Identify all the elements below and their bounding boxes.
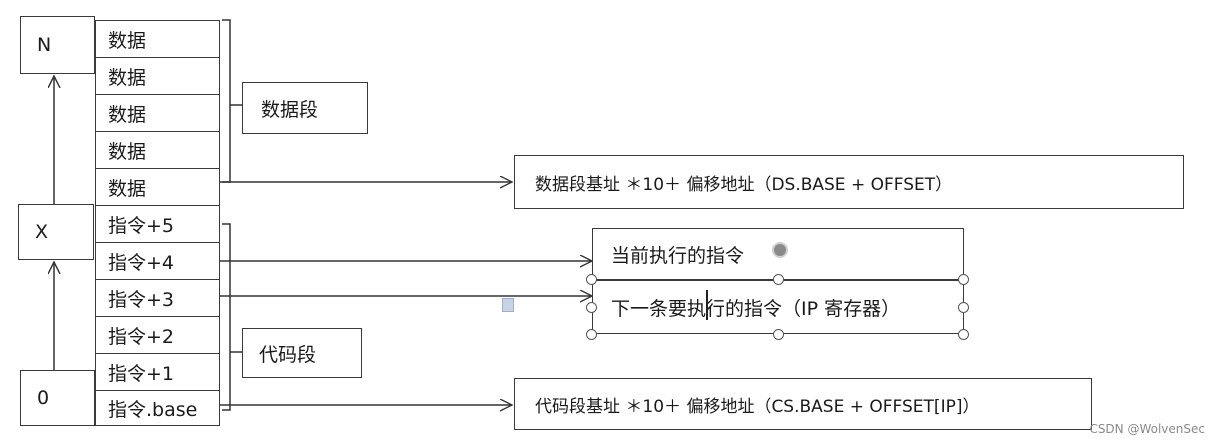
instr-cell: 指令+4 (95, 242, 220, 280)
data-segment-text: 数据段 (261, 98, 319, 121)
instr-cell-label: 指令+1 (108, 362, 175, 385)
data-cell-label: 数据 (108, 103, 147, 126)
data-cell: 数据 (95, 94, 220, 132)
resize-handle[interactable] (958, 302, 969, 313)
data-cell: 数据 (95, 131, 220, 169)
watermark: CSDN @WolvenSec (1089, 422, 1205, 436)
node-n: N (20, 16, 95, 74)
data-segment-label: 数据段 (242, 82, 368, 134)
resize-handle[interactable] (958, 329, 969, 340)
code-segment-label: 代码段 (242, 328, 362, 378)
instr-cell-label: 指令+5 (108, 214, 175, 237)
data-segment-bracket (222, 19, 231, 183)
node-x-label: X (35, 221, 49, 243)
data-cell: 数据 (95, 20, 220, 58)
instr-cell-label: 指令.base (108, 398, 198, 421)
instr-cell-label: 指令+4 (108, 251, 175, 274)
data-address-text: 数据段基址 ＊10＋ 偏移地址（DS.BASE + OFFSET） (535, 174, 953, 195)
instr-cell-label: 指令+3 (108, 288, 175, 311)
resize-handle[interactable] (773, 274, 784, 285)
data-cell-label: 数据 (108, 140, 147, 163)
instr-cell: 指令.base (95, 390, 220, 426)
next-instruction-text: 下一条要执行的指令（IP 寄存器） (611, 297, 901, 320)
data-cell-label: 数据 (108, 29, 147, 52)
instr-cell: 指令+5 (95, 205, 220, 243)
instr-cell-label: 指令+2 (108, 325, 175, 348)
instr-cell: 指令+1 (95, 353, 220, 391)
code-segment-text: 代码段 (259, 343, 317, 366)
rotate-handle-icon[interactable] (772, 242, 788, 258)
node-n-label: N (37, 34, 52, 56)
data-cell: 数据 (95, 57, 220, 95)
data-cell-label: 数据 (108, 66, 147, 89)
next-instruction-callout[interactable]: 下一条要执行的指令（IP 寄存器） (592, 280, 964, 334)
code-address-callout: 代码段基址 ＊10＋ 偏移地址（CS.BASE + OFFSET[IP]） (514, 378, 1092, 430)
resize-handle[interactable] (773, 329, 784, 340)
current-instruction-text: 当前执行的指令 (611, 244, 745, 267)
instr-cell: 指令+2 (95, 316, 220, 354)
node-zero: 0 (20, 370, 95, 426)
data-cell-label: 数据 (108, 177, 147, 200)
document-icon (502, 298, 514, 312)
data-address-callout: 数据段基址 ＊10＋ 偏移地址（DS.BASE + OFFSET） (514, 155, 1184, 209)
resize-handle[interactable] (586, 329, 597, 340)
resize-handle[interactable] (958, 274, 969, 285)
node-x: X (18, 204, 94, 260)
node-zero-label: 0 (37, 387, 50, 409)
data-cell: 数据 (95, 168, 220, 206)
text-cursor (706, 290, 708, 320)
instr-cell: 指令+3 (95, 279, 220, 317)
code-segment-bracket (222, 223, 231, 411)
resize-handle[interactable] (586, 274, 597, 285)
code-address-text: 代码段基址 ＊10＋ 偏移地址（CS.BASE + OFFSET[IP]） (535, 396, 980, 417)
resize-handle[interactable] (586, 302, 597, 313)
